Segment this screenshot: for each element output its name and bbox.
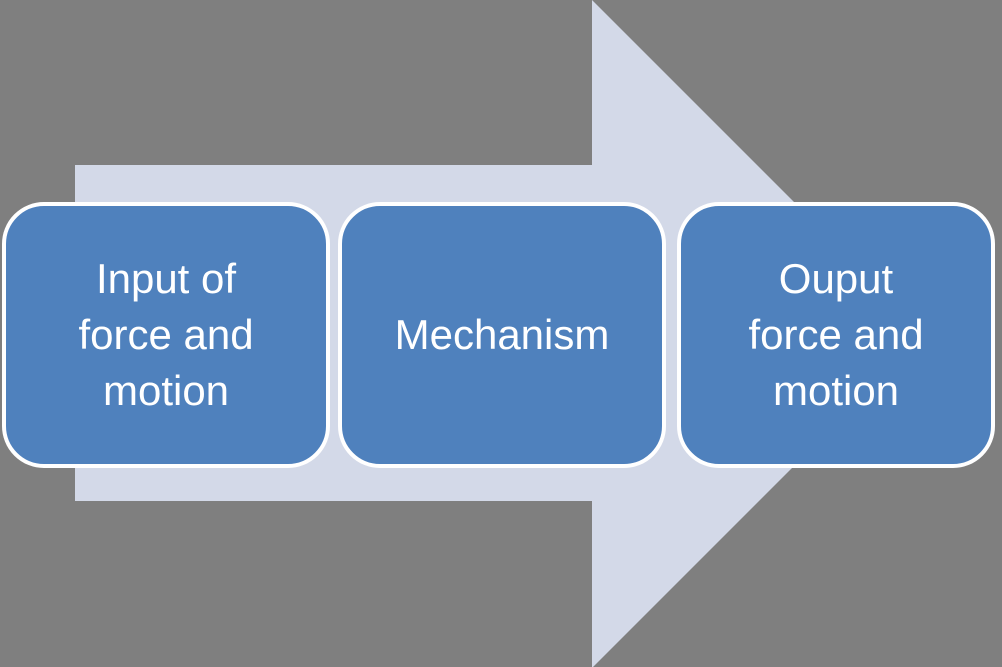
step-output: Ouput force and motion	[677, 202, 995, 468]
step-mechanism-label: Mechanism	[394, 311, 610, 358]
step-output-label: Ouput force and motion	[748, 255, 924, 414]
step-input-label: Input of force and motion	[78, 255, 254, 414]
step-mechanism: Mechanism	[338, 202, 666, 468]
step-input: Input of force and motion	[2, 202, 330, 468]
